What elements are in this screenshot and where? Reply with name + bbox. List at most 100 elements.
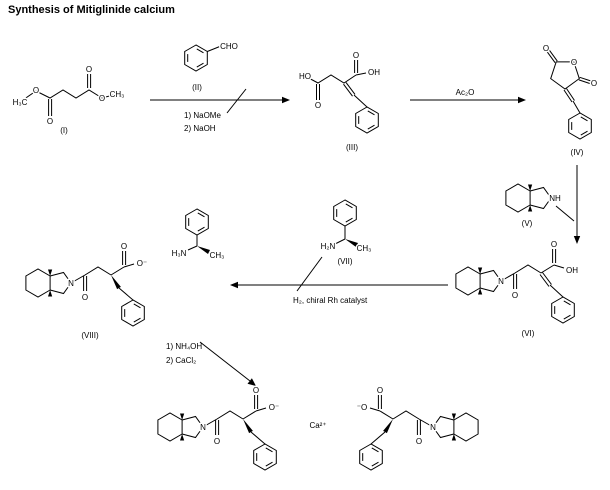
step2-arrow: Ac₂O [410, 88, 526, 104]
double-bond [578, 79, 590, 84]
benzene-ring [568, 112, 592, 140]
benzene-ring [359, 443, 383, 471]
arrow-head [230, 281, 238, 289]
bond [242, 410, 257, 420]
amide-o-label: O [512, 291, 518, 300]
benzene-ring [121, 299, 145, 327]
wedge-bond [383, 419, 393, 434]
structure-v: NH (V) [505, 183, 562, 228]
arrow-head [573, 236, 581, 244]
step1-condition-1: 1) NaOMe [184, 111, 221, 120]
reagent-slash [555, 205, 575, 222]
step5-condition-1: 1) NH₄OH [166, 342, 202, 351]
carbonyl-o-label: O [377, 386, 383, 395]
carbonyl-o-label: O [543, 44, 549, 53]
n-label: N [498, 277, 504, 286]
compound-number: (VII) [337, 257, 352, 266]
bicyclic-ring [25, 268, 72, 298]
benzene-ring [253, 443, 277, 471]
benzene-ring [355, 106, 379, 134]
ammonium-label: H₃N [172, 249, 187, 258]
bond [549, 284, 564, 298]
methyl-label: H₃C [13, 98, 28, 107]
bond [355, 72, 367, 76]
benzene-ring [184, 44, 208, 72]
carbonyl-o-label: O [86, 65, 92, 74]
hydroxyl-label: OH [368, 68, 380, 77]
structure-ii: CHO (II) [184, 41, 239, 92]
compound-number: (VI) [522, 329, 535, 338]
ring-o-label: O [571, 58, 577, 67]
bond-chain [19, 89, 118, 103]
carbonyl-o-label: O [47, 117, 53, 126]
bond [335, 238, 346, 244]
ester-o-label: O [99, 94, 105, 103]
structure-iii: HO O O OH (III) [298, 50, 382, 153]
structure-vi: N O O OH (VI) [455, 239, 580, 338]
bond [118, 287, 134, 301]
bond [255, 407, 267, 412]
amide-o-label: O [416, 437, 422, 446]
compound-number: (I) [60, 126, 68, 135]
amide-o-label: O [82, 293, 88, 302]
bond [572, 100, 581, 114]
compound-number: (IV) [571, 148, 584, 157]
counterion: H₃N CH₃ [170, 208, 226, 262]
alkene-bond [566, 88, 575, 101]
n-label: N [430, 423, 436, 432]
alkene-bond [539, 274, 550, 287]
product-left-anion: N O O O⁻ [157, 385, 281, 471]
double-bond [548, 49, 558, 62]
double-bond [579, 76, 591, 82]
benzene-ring [333, 199, 357, 227]
step4-conditions: H₂, chiral Rh catalyst [293, 296, 368, 305]
arrow-head [247, 378, 256, 386]
bond [187, 245, 198, 251]
carbonyl-o-label: O [353, 51, 359, 60]
carbonyl-o-label: O [315, 101, 321, 110]
bond-chain [500, 264, 542, 282]
bond [379, 410, 394, 420]
bond-chain [392, 410, 434, 428]
product-mitiglinide-calcium: N O O O⁻ Ca²⁺ N O O ⁻O [157, 385, 479, 471]
bond-chain [70, 266, 112, 284]
carboxylate-o-label: O⁻ [137, 259, 147, 268]
benzene-ring [185, 208, 209, 236]
step5-arrow: 1) NH₄OH 2) CaCl₂ [166, 341, 256, 386]
cho-label: CHO [220, 42, 238, 51]
alkene-bond [542, 272, 552, 285]
wedge-bond [243, 419, 253, 434]
carboxylate-o-label: O⁻ [269, 403, 279, 412]
calcium-label: Ca²⁺ [309, 421, 326, 430]
amide-o-label: O [214, 437, 220, 446]
anhydride-ring [550, 61, 580, 90]
bond [207, 45, 222, 52]
step2-reagent: Ac₂O [456, 88, 475, 97]
carbonyl-o-label: O [551, 240, 557, 249]
methyl-label: CH₃ [210, 251, 225, 260]
alkene-bond [343, 83, 353, 97]
double-bond [546, 51, 556, 63]
bicyclic-ring [455, 266, 502, 296]
structure-iv: O O O (IV) [541, 43, 598, 158]
bond [370, 431, 386, 445]
bond [123, 263, 135, 268]
carbonyl-o-label: O [121, 242, 127, 251]
scheme-title: Synthesis of Mitiglinide calcium [8, 4, 175, 16]
hydroxyl-label: HO [299, 72, 311, 81]
reagent-slash [296, 256, 323, 292]
step1-condition-2: 2) NaOH [184, 124, 216, 133]
methyl-label: CH₃ [357, 244, 372, 253]
structure-vii: H₂N CH₃ (VII) [319, 199, 373, 266]
structure-i: H₃C O O O O CH₃ (I) [11, 64, 126, 136]
wedge-bond [345, 239, 358, 247]
bond-chain [304, 74, 357, 84]
step5-condition-2: 2) CaCl₂ [166, 356, 196, 365]
compound-number: (V) [522, 219, 533, 228]
hydroxyl-label: OH [566, 266, 578, 275]
bond [353, 94, 368, 108]
n-label: N [200, 423, 206, 432]
bond-chain [202, 410, 244, 428]
step3-arrow [555, 165, 581, 244]
